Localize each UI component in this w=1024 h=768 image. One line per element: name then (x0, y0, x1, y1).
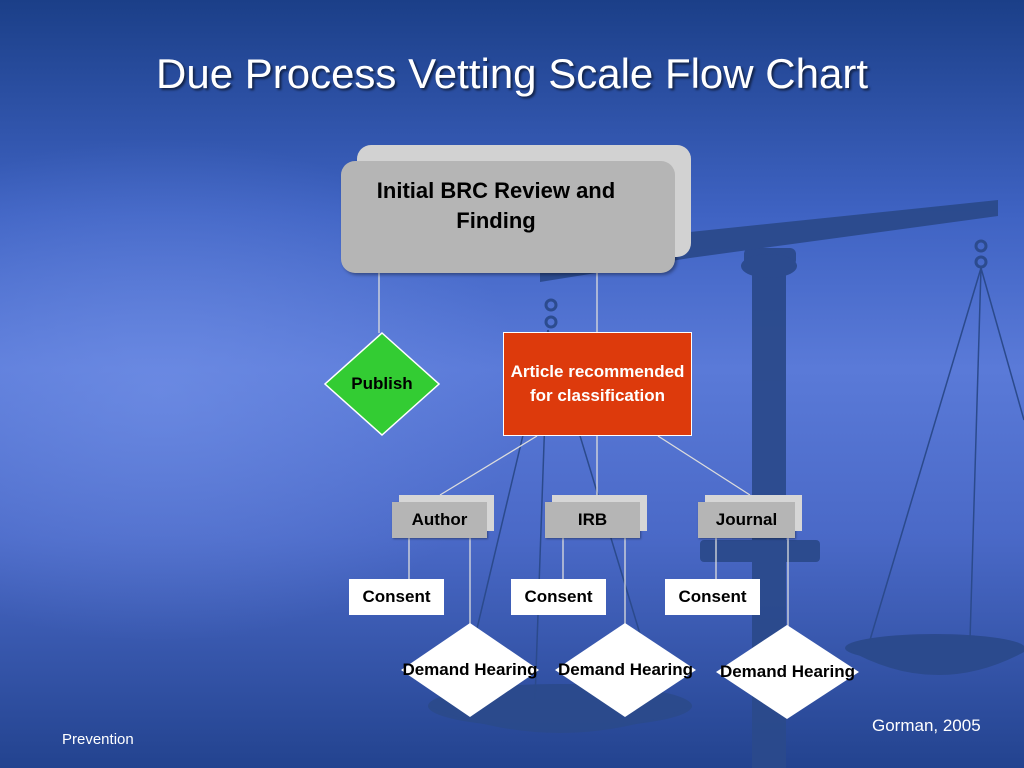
author-demand-hearing-diamond: Demand Hearing (400, 622, 540, 718)
slide-title: Due Process Vetting Scale Flow Chart (156, 50, 868, 97)
demand-hearing-label: Demand Hearing (719, 662, 856, 681)
journal-box: Journal (698, 502, 795, 538)
connector-article-author (439, 435, 538, 496)
journal-demand-hearing-diamond: Demand Hearing (715, 624, 860, 720)
article-recommended-box: Article recommended for classification (503, 332, 692, 436)
footer-section-label: Prevention (62, 731, 134, 748)
connector-article-journal (657, 435, 751, 496)
publish-label: Publish (351, 374, 413, 393)
author-box: Author (392, 502, 487, 538)
journal-consent-box: Consent (665, 579, 760, 615)
demand-hearing-label: Demand Hearing (557, 660, 694, 679)
publish-decision-diamond: Publish (324, 332, 440, 436)
irb-consent-box: Consent (511, 579, 606, 615)
irb-demand-hearing-diamond: Demand Hearing (554, 622, 697, 718)
initial-brc-review-box: Initial BRC Review and Finding (341, 161, 675, 273)
author-consent-box: Consent (349, 579, 444, 615)
demand-hearing-label: Demand Hearing (402, 660, 538, 679)
irb-box: IRB (545, 502, 640, 538)
footer-citation: Gorman, 2005 (872, 716, 981, 735)
